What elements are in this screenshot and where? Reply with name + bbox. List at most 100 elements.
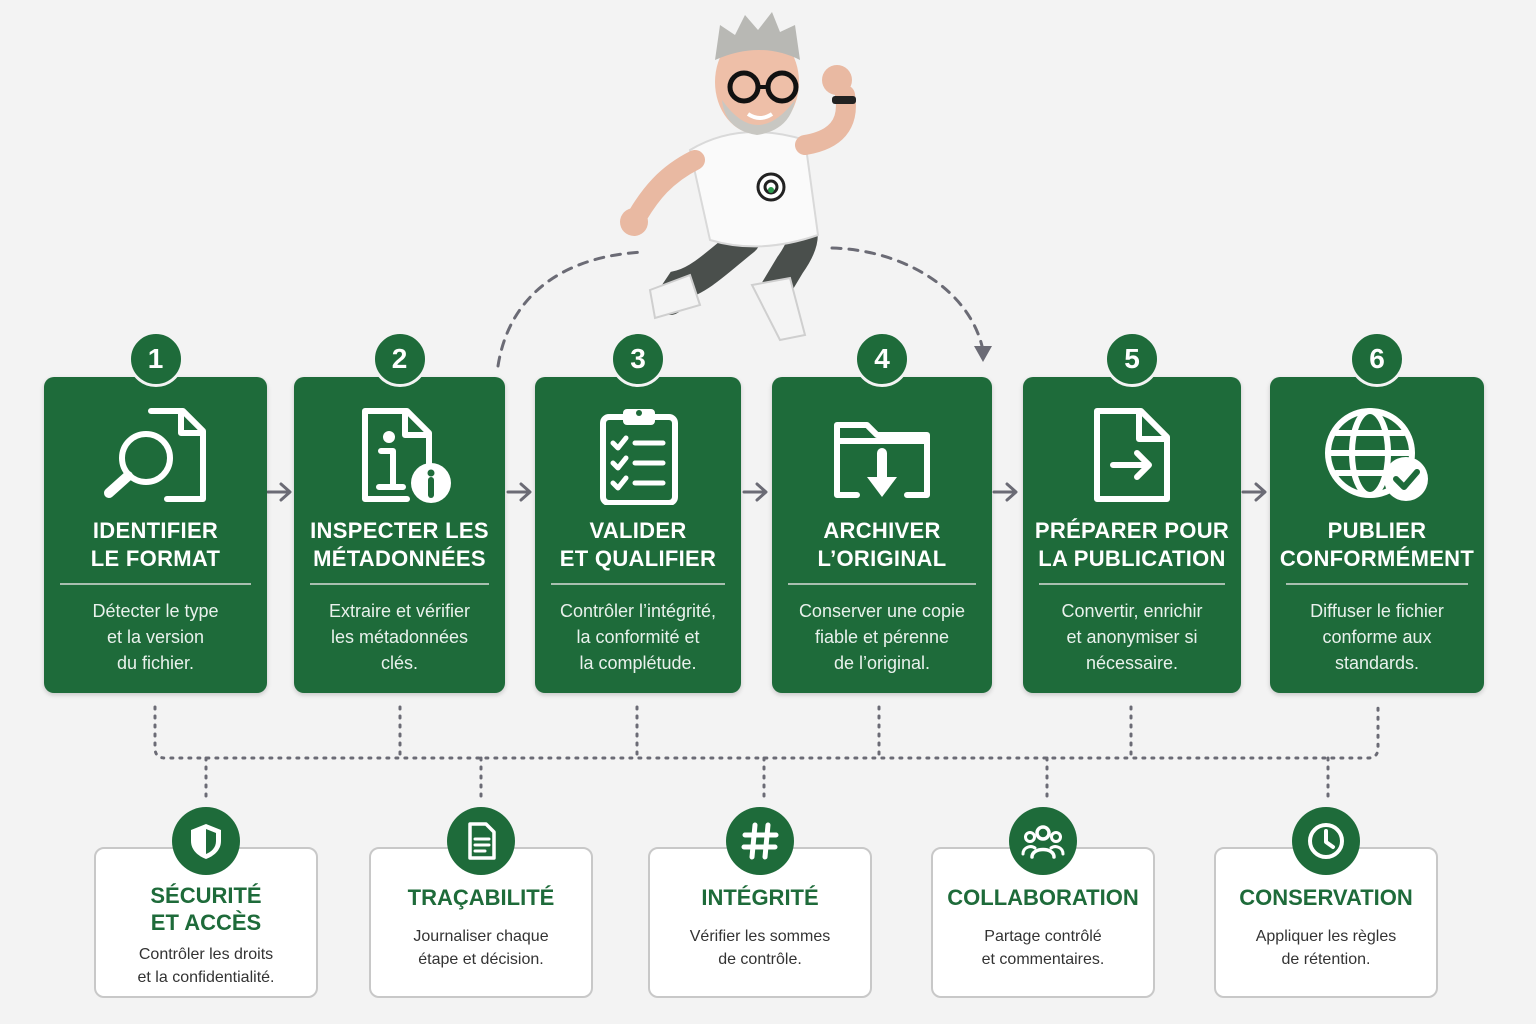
step-title-line: VALIDER <box>589 518 687 543</box>
step-title: PUBLIER CONFORMÉMENT <box>1270 517 1484 573</box>
step-description-line: la conformité et <box>576 627 700 647</box>
feature-description-line: de contrôle. <box>718 951 802 968</box>
feature-title-line: INTÉGRITÉ <box>701 885 819 910</box>
step-description: Extraire et vérifier les métadonnées clés. <box>300 598 499 676</box>
feature-card-3: COLLABORATION Partage contrôlé et commenta… <box>931 807 1155 998</box>
feature-description: Appliquer les règles de rétention. <box>1216 925 1436 971</box>
step-title-line: ARCHIVER <box>823 518 941 543</box>
step-title-line: LA PUBLICATION <box>1038 546 1226 571</box>
step-description-line: du fichier. <box>116 653 195 673</box>
step-title: VALIDER ET QUALIFIER <box>535 517 741 573</box>
step-description-line: clés. <box>380 653 418 673</box>
feature-description-line: Appliquer les règles <box>1255 928 1397 945</box>
step-number-badge: 4 <box>854 331 910 387</box>
step-title-line: INSPECTER LES <box>310 518 489 543</box>
step-title: ARCHIVER L’ORIGINAL <box>772 517 992 573</box>
step-divider <box>1039 583 1225 585</box>
step-title-line: LE FORMAT <box>90 546 221 571</box>
feature-description: Vérifier les sommes de contrôle. <box>650 925 870 971</box>
feature-title-line: ET ACCÈS <box>150 910 262 935</box>
step-description: Contrôler l’intégrité, la conformité et la… <box>541 598 735 676</box>
step-description-line: la complétude. <box>579 653 697 673</box>
feature-description-line: et commentaires. <box>981 951 1105 968</box>
checklist-clipboard-icon <box>583 405 693 506</box>
step-description-line: Diffuser le fichier <box>1310 601 1444 621</box>
step-title-line: CONFORMÉMENT <box>1279 546 1475 571</box>
step-title-line: ET QUALIFIER <box>559 546 717 571</box>
step-divider <box>310 583 489 585</box>
step-title: INSPECTER LES MÉTADONNÉES <box>294 517 505 573</box>
jump-arc-dashed-2 <box>830 246 984 348</box>
step-title: PRÉPARER POUR LA PUBLICATION <box>1023 517 1241 573</box>
feature-description-line: étape et décision. <box>418 951 544 968</box>
feature-description-line: Journaliser chaque <box>413 928 549 945</box>
feature-title-line: SÉCURITÉ <box>150 883 262 908</box>
feature-title-line: TRAÇABILITÉ <box>407 885 555 910</box>
step-title-line: MÉTADONNÉES <box>313 546 486 571</box>
feature-card-2: INTÉGRITÉ Vérifier les sommes de contrôle. <box>648 807 872 998</box>
step-description-line: et anonymiser si <box>1066 627 1198 647</box>
feature-description: Partage contrôlé et commentaires. <box>933 925 1153 971</box>
file-search-icon <box>101 405 211 505</box>
feature-title: TRAÇABILITÉ <box>371 884 591 911</box>
step-divider <box>788 583 976 585</box>
step-description-line: fiable et pérenne <box>814 627 950 647</box>
step-description-line: Extraire et vérifier <box>328 601 471 621</box>
jump-arc-arrowhead <box>974 346 992 362</box>
step-title-line: PRÉPARER POUR <box>1034 518 1230 543</box>
feature-card-4: CONSERVATION Appliquer les règles de réten… <box>1214 807 1438 998</box>
step-number-badge: 3 <box>610 331 666 387</box>
feature-description-line: Vérifier les sommes <box>689 928 831 945</box>
document-icon <box>447 807 515 875</box>
feature-title: COLLABORATION <box>933 884 1153 911</box>
step-description-line: de l’original. <box>833 653 931 673</box>
jump-arc-dashed <box>496 250 647 368</box>
feature-description-line: Partage contrôlé <box>984 928 1102 945</box>
globe-check-icon <box>1322 405 1432 505</box>
hash-icon <box>726 807 794 875</box>
step-description-line: les métadonnées <box>330 627 469 647</box>
feature-description: Journaliser chaque étape et décision. <box>371 925 591 971</box>
jumping-man-mascot-icon <box>620 12 856 342</box>
step-description: Convertir, enrichir et anonymiser si néces… <box>1029 598 1235 676</box>
clock-icon <box>1292 807 1360 875</box>
feature-description-line: Contrôler les droits <box>138 946 274 963</box>
step-arrows <box>266 482 1267 502</box>
feature-card-1: TRAÇABILITÉ Journaliser chaque étape et dé… <box>369 807 593 998</box>
step-title-line: L’ORIGINAL <box>817 546 947 571</box>
step-description-line: Contrôler l’intégrité, <box>559 601 717 621</box>
shield-icon <box>172 807 240 875</box>
feature-title-line: CONSERVATION <box>1239 885 1413 910</box>
step-divider <box>1286 583 1468 585</box>
step-number-badge: 6 <box>1349 331 1405 387</box>
step-description-line: Convertir, enrichir <box>1061 601 1203 621</box>
folder-download-icon <box>827 405 937 505</box>
step-description-line: Détecter le type <box>92 601 219 621</box>
step-number-badge: 2 <box>371 331 428 387</box>
file-export-icon <box>1077 405 1187 505</box>
step-divider <box>551 583 725 585</box>
step-description-line: nécessaire. <box>1085 653 1179 673</box>
step-description-line: conforme aux <box>1322 627 1432 647</box>
step-title-line: PUBLIER <box>1327 518 1427 543</box>
dotted-connector-network <box>153 705 1380 802</box>
feature-title: CONSERVATION <box>1216 884 1436 911</box>
step-description-line: Conserver une copie <box>798 601 966 621</box>
users-icon <box>1009 807 1077 875</box>
feature-title: INTÉGRITÉ <box>650 884 870 911</box>
feature-description-line: de rétention. <box>1281 951 1371 968</box>
file-info-icon <box>345 405 455 505</box>
step-description: Conserver une copie fiable et pérenne de l… <box>778 598 986 676</box>
